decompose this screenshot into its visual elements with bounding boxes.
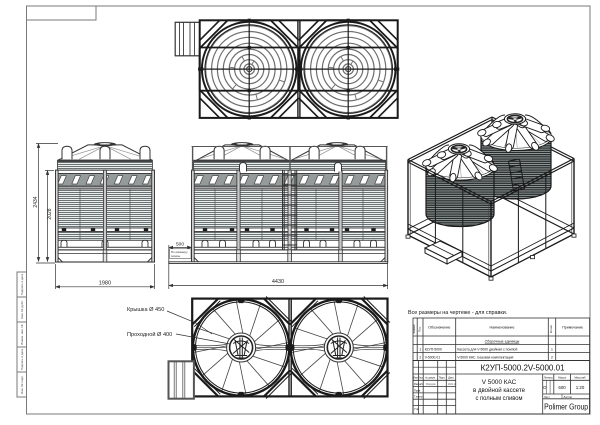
svg-text:V 5000 КАС: V 5000 КАС	[482, 379, 517, 386]
svg-text:V-5000 КАС. Базовая комплектац: V-5000 КАС. Базовая комплектация	[457, 356, 513, 360]
svg-text:с полным сливом: с полным сливом	[476, 395, 523, 402]
svg-text:600: 600	[558, 385, 566, 390]
svg-text:Лист: Лист	[418, 376, 424, 379]
svg-text:Мороров: Мороров	[426, 384, 436, 386]
svg-text:2: 2	[419, 356, 421, 360]
svg-text:Пров.: Пров.	[414, 388, 421, 392]
svg-text:Масштаб: Масштаб	[574, 375, 586, 379]
svg-text:Литера: Литера	[544, 375, 553, 379]
svg-text:Лист: Лист	[544, 395, 550, 399]
svg-text:Т.контр.: Т.контр.	[414, 395, 424, 399]
svg-text:1:20: 1:20	[576, 385, 585, 390]
svg-text:По размеру: По размеру	[171, 250, 188, 254]
svg-text:Утв.: Утв.	[414, 407, 419, 411]
svg-text:Наименование: Наименование	[490, 326, 515, 330]
svg-text:К2УП-5000: К2УП-5000	[425, 348, 442, 352]
svg-text:помпы: помпы	[171, 254, 181, 258]
svg-text:Подп.: Подп.	[439, 376, 446, 379]
svg-text:Поз.: Поз.	[417, 326, 421, 331]
svg-text:2021.10: 2021.10	[448, 384, 457, 386]
svg-text:4430: 4430	[272, 279, 284, 285]
svg-text:2: 2	[551, 356, 553, 360]
svg-text:О: О	[543, 385, 547, 390]
svg-text:№ докум.: № докум.	[425, 376, 436, 379]
svg-text:500: 500	[176, 242, 184, 248]
svg-text:1: 1	[419, 348, 421, 352]
svg-text:Проходной Ø 400: Проходной Ø 400	[127, 331, 172, 338]
svg-text:Крышка Ø 450: Крышка Ø 450	[127, 307, 164, 313]
svg-text:Подпись и дата: Подпись и дата	[20, 348, 24, 370]
svg-text:1: 1	[551, 348, 553, 352]
svg-text:Сборочные единицы: Сборочные единицы	[485, 339, 520, 343]
svg-text:Кассета для V-5000 двойная с п: Кассета для V-5000 двойная с помпой	[457, 348, 517, 352]
svg-text:Подпись и дата: Подпись и дата	[20, 273, 24, 295]
svg-text:1980: 1980	[99, 281, 111, 287]
svg-text:Разраб.: Разраб.	[414, 382, 424, 386]
svg-text:Инв. № подл.: Инв. № подл.	[20, 375, 24, 394]
svg-text:Изм.: Изм.	[413, 376, 418, 379]
svg-text:Примечание: Примечание	[562, 326, 583, 330]
svg-text:Формат: Формат	[412, 324, 416, 334]
svg-text:Кол-во: Кол-во	[549, 324, 553, 333]
svg-text:Обозначение: Обозначение	[428, 326, 450, 330]
svg-text:в двойной кассете: в двойной кассете	[473, 386, 525, 394]
svg-text:Все размеры на чертеже - для с: Все размеры на чертеже - для справки.	[408, 310, 507, 316]
svg-text:Листов: Листов	[564, 395, 573, 399]
svg-text:V-5000.01: V-5000.01	[425, 356, 441, 360]
svg-text:Polimer Group: Polimer Group	[544, 402, 588, 411]
svg-text:Инв. № дубл.: Инв. № дубл.	[20, 300, 24, 319]
svg-text:2434: 2434	[33, 196, 39, 207]
svg-text:Взаим. инв. №: Взаим. инв. №	[20, 324, 24, 345]
svg-text:Дата: Дата	[448, 376, 454, 379]
svg-text:2028: 2028	[47, 208, 53, 219]
svg-text:Масса: Масса	[558, 375, 566, 379]
svg-text:К2УП-5000.2V-5000.01: К2УП-5000.2V-5000.01	[481, 363, 566, 372]
